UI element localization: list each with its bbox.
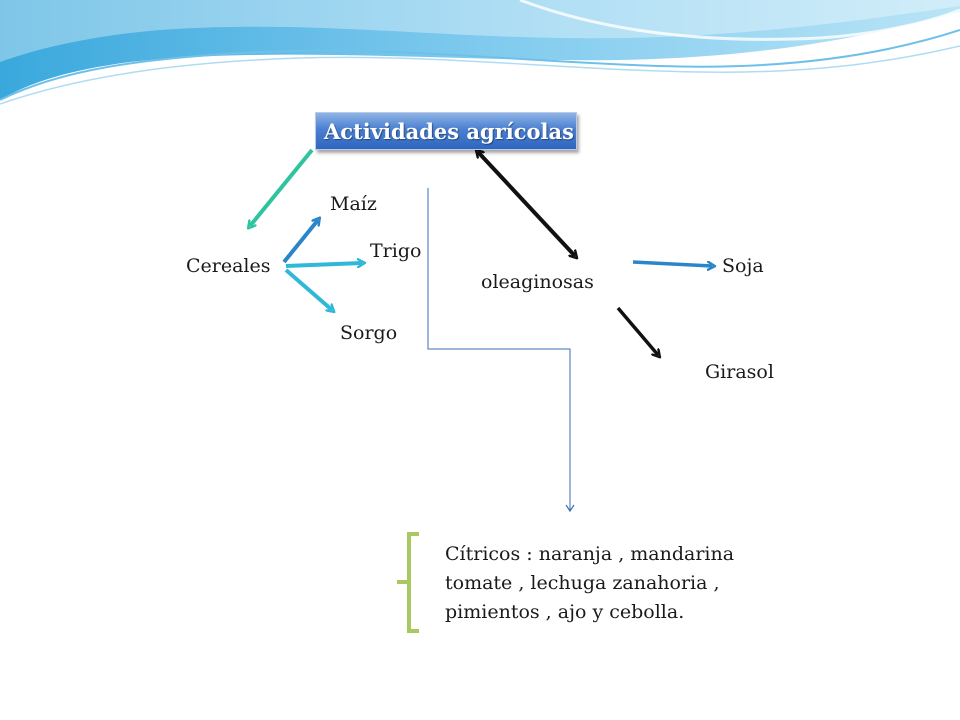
arrow-cereales-to-trigo (285, 263, 362, 266)
arrow-title-oleaginosas (478, 152, 575, 256)
arrow-oleaginosas-to-girasol (616, 306, 658, 355)
node-soja: Soja (722, 255, 764, 277)
hortalizas-text: Cítricos : naranja , mandarina tomate , … (445, 540, 775, 627)
arrow-cereales-to-sorgo (284, 268, 332, 310)
node-trigo: Trigo (370, 240, 422, 262)
node-girasol: Girasol (705, 361, 774, 383)
hortalizas-line: pimientos , ajo y cebolla. (445, 601, 685, 623)
node-sorgo: Sorgo (340, 322, 398, 344)
node-maiz: Maíz (330, 193, 377, 215)
connector-to-hortalizas (427, 188, 575, 513)
arrow-cereales-to-maiz (282, 220, 318, 264)
hortalizas-line: tomate , lechuga zanahoria , (445, 572, 720, 594)
header-wave-decoration (0, 0, 960, 105)
hortalizas-line: Cítricos : naranja , mandarina (445, 543, 735, 565)
node-cereales: Cereales (186, 255, 271, 277)
node-oleaginosas: oleaginosas (481, 271, 594, 293)
title-box: Actividades agrícolas (315, 112, 577, 150)
arrow-oleaginosas-to-soja (632, 260, 712, 266)
hortalizas-bracket (397, 532, 419, 633)
arrow-title-to-cereales (250, 148, 314, 226)
